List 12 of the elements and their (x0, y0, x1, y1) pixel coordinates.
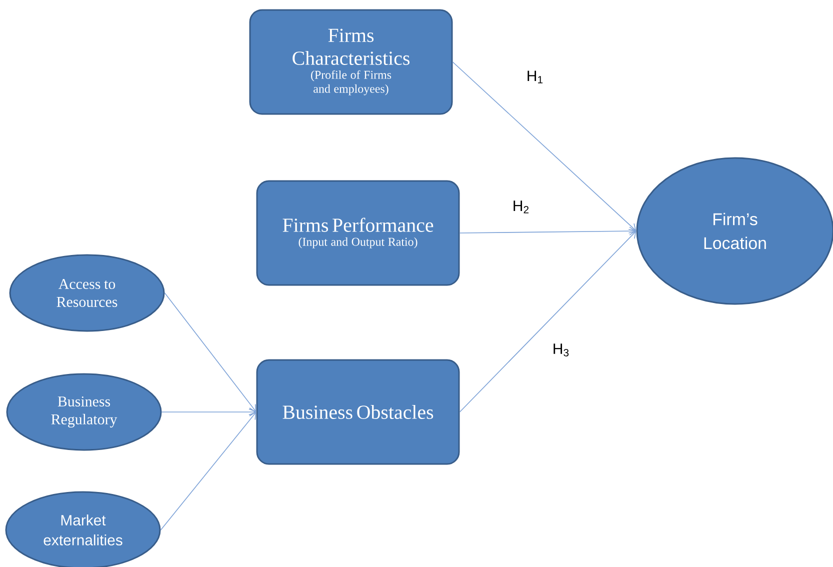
arrow (452, 62, 636, 231)
rounded-box: Firms Characteristics (Profile of Firms and employees) (249, 9, 453, 115)
arrow (161, 408, 256, 416)
arrow (459, 226, 636, 236)
edge-label: H$_{2}$ (514, 200, 529, 214)
arrow (459, 230, 636, 412)
arrow (160, 412, 256, 530)
rounded-box: Firms Performance (Input and Output Ratio) (256, 180, 460, 286)
rounded-box: Business Obstacles (256, 359, 460, 465)
edge-label: H$_{1}$ (528, 70, 543, 84)
arrow (164, 292, 256, 412)
edge-label: H$_{3}$ (554, 344, 569, 356)
